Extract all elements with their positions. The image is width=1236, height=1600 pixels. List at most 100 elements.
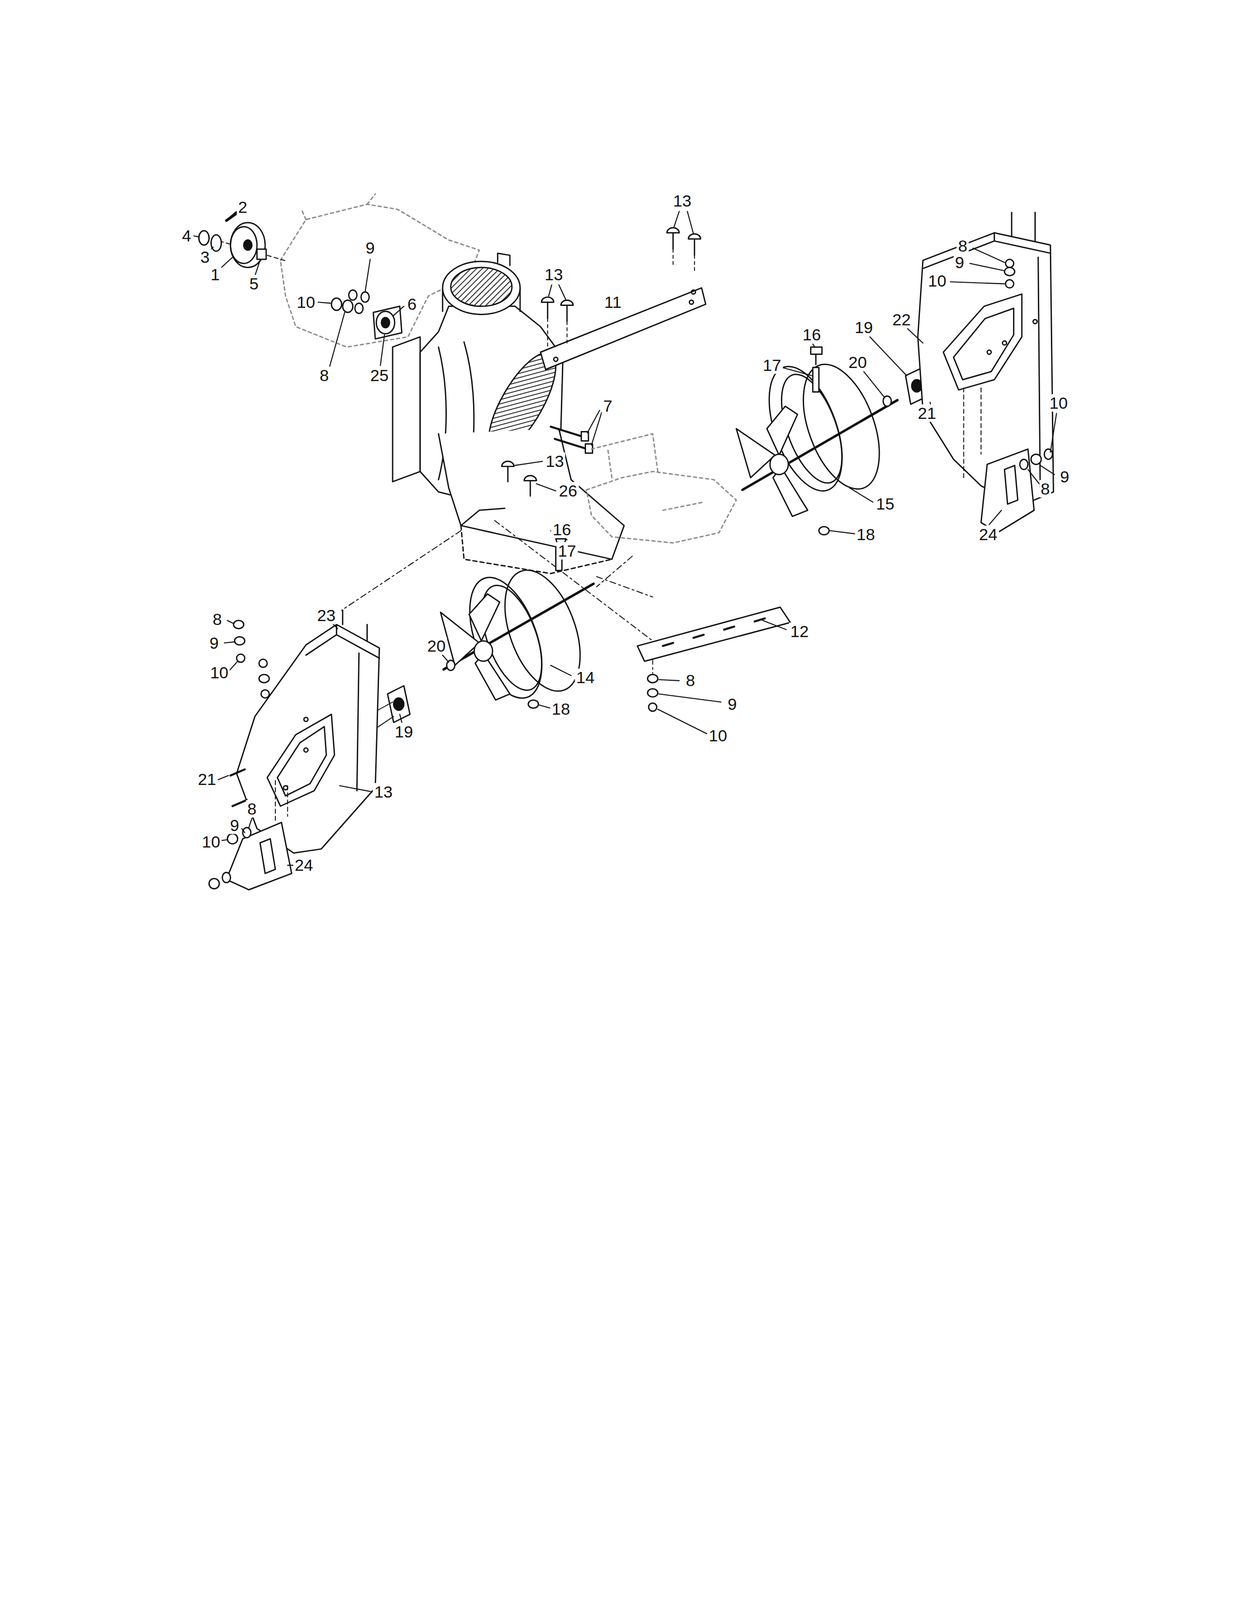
side-plate-edge <box>1038 257 1041 488</box>
callout-number: 17 <box>761 356 783 374</box>
bearing-bore <box>393 697 404 711</box>
callout-number: 16 <box>801 325 823 344</box>
side-plate-cutout <box>277 726 327 796</box>
bar-hole <box>689 300 694 304</box>
washer <box>211 234 222 252</box>
washer <box>222 871 231 883</box>
side-plate-edge <box>356 652 359 791</box>
callout-number: 20 <box>426 636 448 655</box>
auger-shaft <box>742 399 898 490</box>
callout-number: 9 <box>207 633 221 652</box>
gearbox-ghost <box>591 433 704 511</box>
scraper-slot <box>663 618 765 646</box>
callout-number: 23 <box>315 606 337 624</box>
carriage-bolt <box>541 297 554 319</box>
washer <box>1004 267 1015 276</box>
callout-number: 10 <box>295 293 317 311</box>
callout-number: 12 <box>789 622 811 640</box>
side-plate-cutout <box>953 308 1014 380</box>
callout-number: 19 <box>853 318 875 336</box>
plate-hole <box>1002 340 1007 345</box>
nut <box>1005 259 1015 268</box>
engine-ghost <box>301 193 376 220</box>
plate-hole <box>303 717 308 722</box>
callout-number: 8 <box>211 610 224 628</box>
carriage-bolt <box>523 475 537 496</box>
auger-paddle <box>469 593 500 641</box>
callout-number: 13 <box>543 265 565 284</box>
nut <box>258 659 268 668</box>
auger-flight <box>754 356 857 501</box>
callout-number: 3 <box>198 248 211 266</box>
plate-hole <box>283 785 288 790</box>
callout-number: 17 <box>556 541 578 560</box>
alignment-line <box>963 387 982 480</box>
callout-number: 25 <box>368 366 391 384</box>
washer <box>647 688 658 698</box>
chute-opening <box>450 267 512 307</box>
bar-hole <box>553 357 558 362</box>
callout-number: 10 <box>208 663 230 682</box>
plate-hole <box>987 349 992 354</box>
callout-number: 15 <box>874 494 896 513</box>
carriage-bolt <box>688 233 701 255</box>
callout-number: 18 <box>855 525 877 543</box>
callout-number: 9 <box>228 816 241 834</box>
side-plate <box>236 624 380 853</box>
callout-number: 7 <box>601 396 614 415</box>
callout-number: 11 <box>602 293 623 311</box>
nut <box>208 878 220 889</box>
bolt <box>261 689 270 698</box>
auger-hub <box>769 454 789 475</box>
callout-number: 8 <box>956 237 969 255</box>
alignment-line <box>341 530 461 611</box>
side-plate <box>918 232 1054 507</box>
shear-bolt <box>810 347 823 355</box>
bearing-flange <box>387 685 411 723</box>
bolt <box>648 702 657 712</box>
callout-number: 2 <box>236 198 249 216</box>
callout-number: 9 <box>1058 467 1071 486</box>
callout-number: 10 <box>200 832 222 851</box>
housing-skirt <box>460 525 612 574</box>
bearing-flange <box>373 306 402 339</box>
housing-side-plate <box>392 336 421 482</box>
nut <box>528 699 539 709</box>
callout-number: 1 <box>208 265 222 284</box>
bearing-bore <box>381 317 390 328</box>
nut <box>198 230 209 245</box>
skid-shoe <box>981 448 1034 533</box>
callout-number: 8 <box>684 671 697 689</box>
lock-washer <box>354 302 364 314</box>
callout-number: 21 <box>916 404 938 422</box>
auger-flight <box>788 353 895 499</box>
callout-number: 4 <box>180 226 193 245</box>
callout-number: 9 <box>364 238 377 257</box>
spacer <box>256 249 267 260</box>
bar-hole <box>691 289 696 294</box>
callout-number: 9 <box>953 253 966 271</box>
carriage-bolt <box>666 227 680 250</box>
callout-number: 8 <box>245 799 258 818</box>
callout-number: 10 <box>1047 394 1070 412</box>
nut <box>647 674 658 683</box>
nut <box>233 620 244 629</box>
callout-number: 13 <box>671 191 694 210</box>
plate-hole <box>303 747 308 752</box>
callout-number: 16 <box>551 520 573 539</box>
nut <box>818 526 829 535</box>
callout-number: 19 <box>393 722 415 741</box>
side-plate-cutout <box>943 293 1022 390</box>
callout-number: 8 <box>1039 479 1052 498</box>
pulley-groove <box>230 226 257 264</box>
washer <box>348 289 358 301</box>
side-plate-flange <box>305 624 380 658</box>
callout-number: 6 <box>406 295 419 313</box>
nut <box>227 833 238 844</box>
leader-line <box>193 211 1057 866</box>
callout-number: 10 <box>926 271 949 290</box>
callout-number: 21 <box>196 770 218 788</box>
pulley-hub <box>243 239 253 251</box>
chute-ring <box>442 261 521 315</box>
